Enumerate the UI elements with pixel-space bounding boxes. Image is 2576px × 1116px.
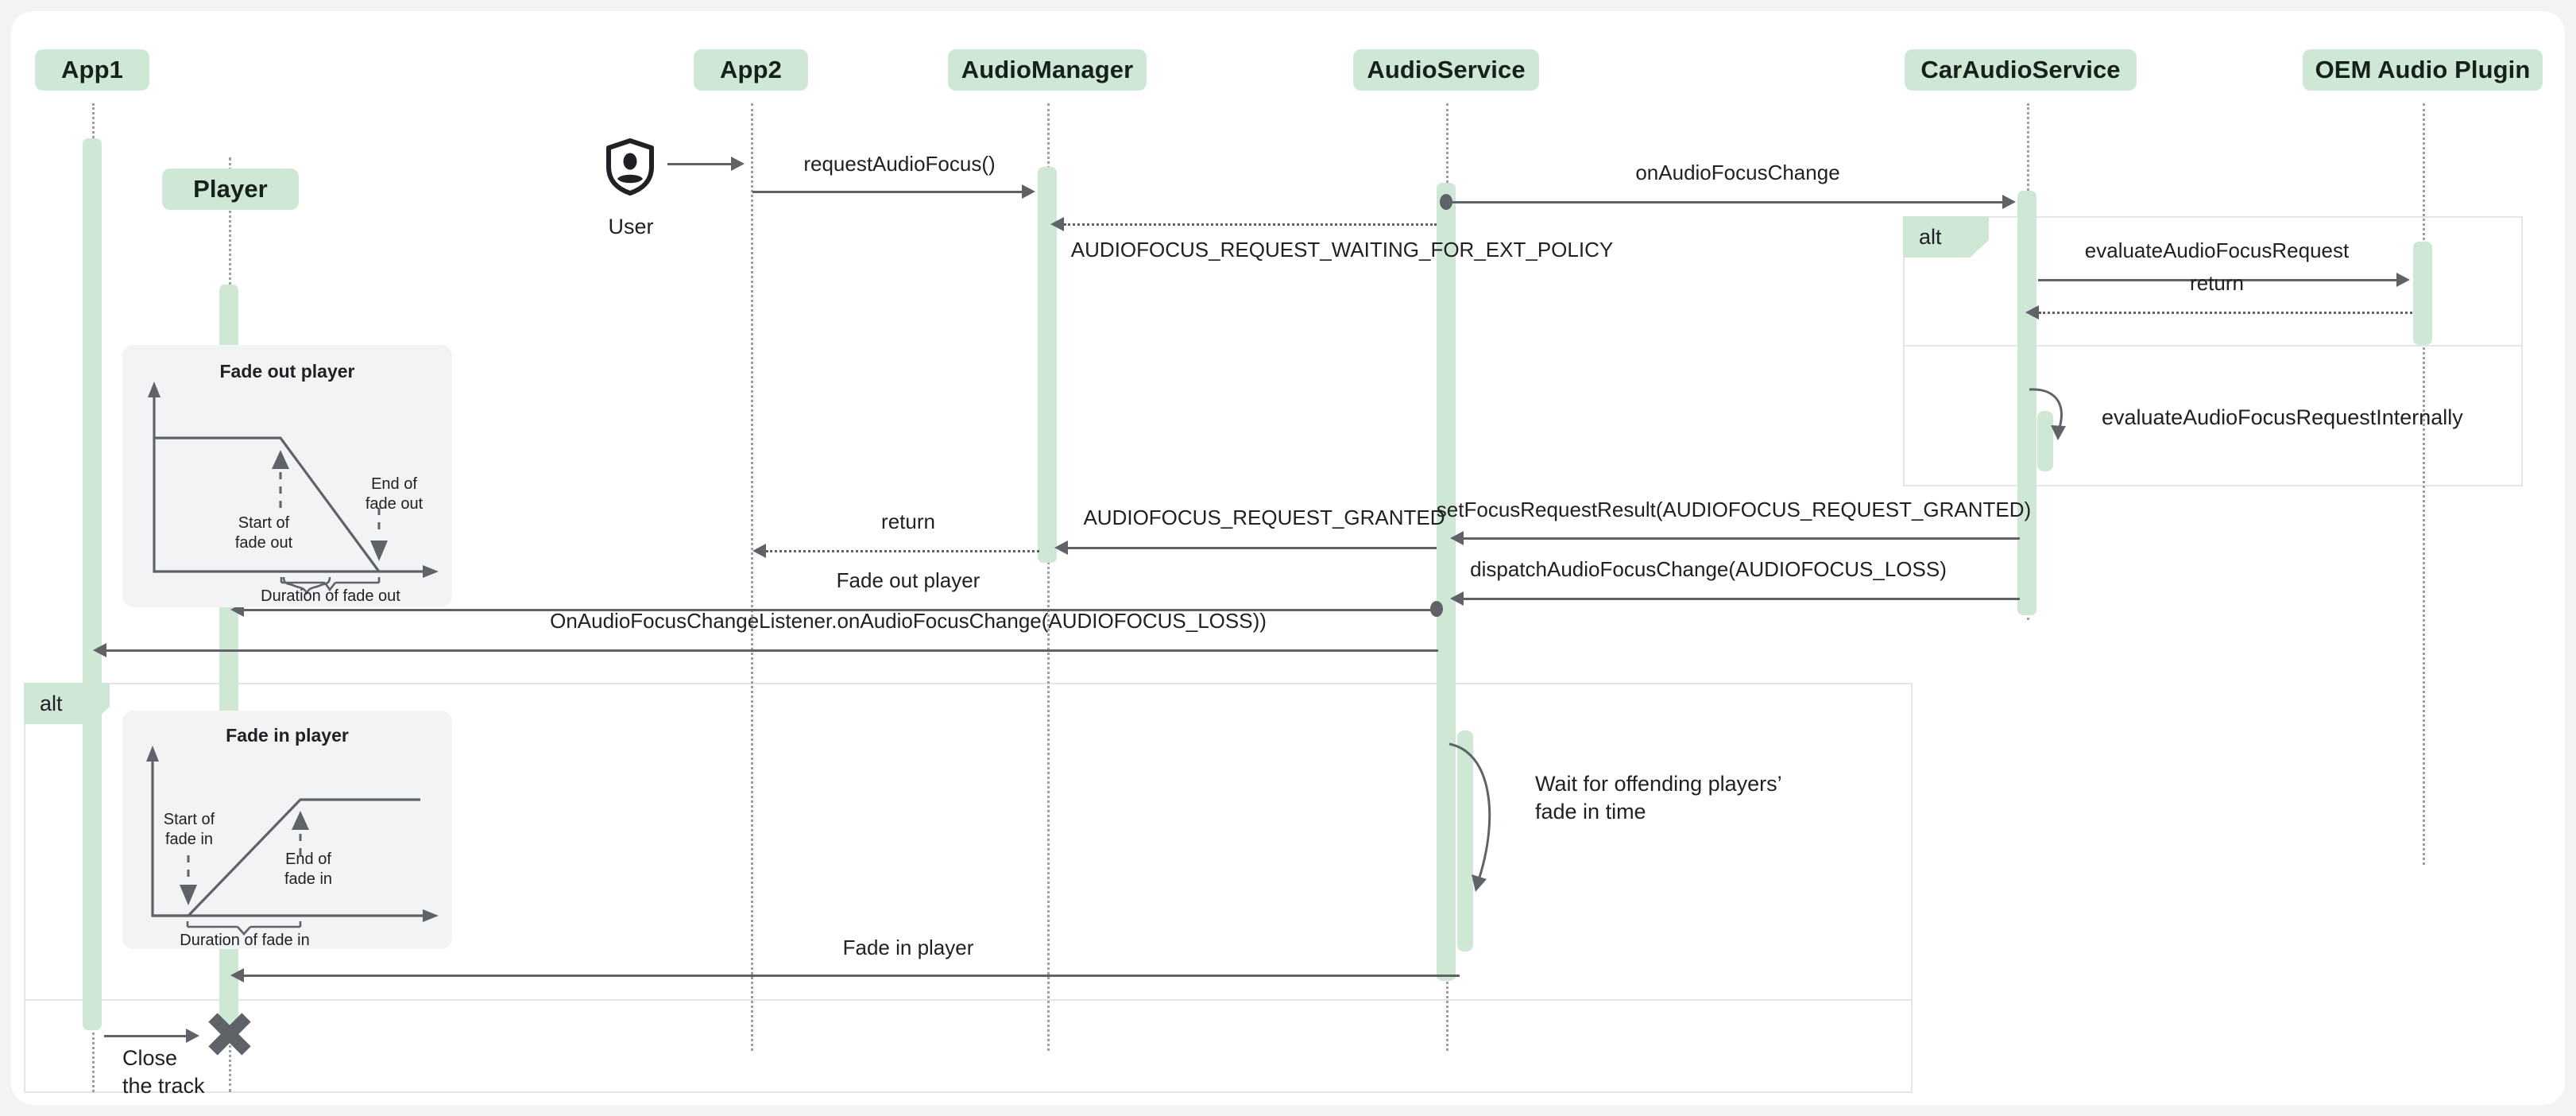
message-setFocusRequestResult-line xyxy=(1464,537,2020,540)
message-setFocusRequestResult-label: setFocusRequestResult(AUDIOFOCUS_REQUEST… xyxy=(1436,498,2032,521)
message-requestAudioFocus-label: requestAudioFocus() xyxy=(803,152,996,176)
message-onAudioFocusChange-origin-ball xyxy=(1440,194,1452,210)
participant-app2-label: App2 xyxy=(720,56,782,83)
message-waiting-ext-policy-label: AUDIOFOCUS_REQUEST_WAITING_FOR_EXT_POLIC… xyxy=(1070,238,1614,262)
message-fadeOutPlayer-line xyxy=(244,609,1434,611)
message-requestAudioFocus-line xyxy=(752,191,1024,193)
fade-in-start-annotation: Start of fade in xyxy=(163,811,215,848)
fade-in-chart xyxy=(146,746,439,936)
activation-oemplugin xyxy=(2413,242,2432,345)
message-audiomanager-return-label: return xyxy=(881,510,935,533)
user-label: User xyxy=(608,215,654,238)
message-onAudioFocusChange-arrowhead xyxy=(2002,195,2016,209)
message-evaluateAudioFocusRequest-label: evaluateAudioFocusRequest xyxy=(2084,238,2350,262)
participant-caraudioservice-label: CarAudioService xyxy=(1920,56,2121,83)
message-requestGranted-label: AUDIOFOCUS_REQUEST_GRANTED xyxy=(1083,506,1445,529)
fade-in-end-annotation: End of fade in xyxy=(284,851,333,888)
message-onAudioFocusChange-line xyxy=(1449,201,2005,203)
message-audiomanager-return-arrowhead xyxy=(752,544,766,558)
alt-fragment-right xyxy=(1903,216,2523,486)
participant-oemplugin-label: OEM Audio Plugin xyxy=(2315,56,2531,83)
message-fadeInPlayer-line xyxy=(244,975,1460,977)
message-waiting-ext-policy-line xyxy=(1064,223,1437,226)
message-dispatchAudioFocusChange-arrowhead xyxy=(1450,591,1464,606)
alt-fragment-right-label: alt xyxy=(1903,216,1989,258)
fade-in-note-title: Fade in player xyxy=(226,725,349,746)
message-requestAudioFocus-arrowhead xyxy=(1022,184,1035,199)
participant-player-label: Player xyxy=(193,175,268,203)
lifeline-oemplugin xyxy=(2423,103,2425,865)
fade-in-duration-annotation: Duration of fade in xyxy=(180,932,310,949)
message-onAudioFocusChangeListener-label: OnAudioFocusChangeListener.onAudioFocusC… xyxy=(550,609,1267,633)
activation-audioservice-wait xyxy=(1457,730,1473,951)
diagram-canvas: alt alt App1 Player App2 AudioManager Au… xyxy=(11,11,2565,1105)
participant-app2[interactable]: App2 xyxy=(694,49,808,91)
message-onAudioFocusChangeListener-arrowhead xyxy=(93,643,106,657)
diagram-stage: alt alt App1 Player App2 AudioManager Au… xyxy=(11,11,2565,1105)
message-oem-return-label: return xyxy=(2190,271,2244,295)
message-requestGranted-line xyxy=(1068,547,1437,549)
activation-caraudioservice xyxy=(2017,191,2036,615)
lifeline-app2 xyxy=(751,103,753,1051)
message-evaluateAudioFocusRequest-line xyxy=(2038,279,2399,281)
message-closeTheTrack-line xyxy=(104,1035,188,1037)
message-closeTheTrack-arrowhead xyxy=(186,1029,199,1043)
fade-out-note-title: Fade out player xyxy=(219,361,355,382)
message-fadeOutPlayer-origin-ball xyxy=(1430,601,1443,617)
activation-app1 xyxy=(83,138,102,1030)
fade-out-end-annotation: End of fade out xyxy=(365,475,424,513)
alt-fragment-right-divider xyxy=(1903,345,2523,347)
message-fadeInPlayer-arrowhead xyxy=(230,968,244,982)
message-onAudioFocusChangeListener-line xyxy=(106,649,1438,652)
message-user-to-app2-line xyxy=(667,163,734,165)
activation-audiomanager xyxy=(1038,167,1057,563)
message-onAudioFocusChange-label: onAudioFocusChange xyxy=(1635,161,1840,184)
alt-fragment-left xyxy=(24,683,1913,1093)
participant-audioservice-label: AudioService xyxy=(1367,56,1526,83)
participant-audiomanager-label: AudioManager xyxy=(961,56,1134,83)
activation-audioservice xyxy=(1437,183,1456,981)
fade-out-chart xyxy=(148,382,439,595)
message-evaluateAudioFocusRequest-arrowhead xyxy=(2396,273,2410,287)
destroy-x-icon xyxy=(207,1011,253,1057)
message-waitFadeIn-selfloop xyxy=(1446,739,1530,905)
participant-audiomanager[interactable]: AudioManager xyxy=(948,49,1147,91)
fade-out-start-annotation: Start of fade out xyxy=(234,514,293,552)
participant-caraudioservice[interactable]: CarAudioService xyxy=(1905,49,2137,91)
activation-caraudioservice-self xyxy=(2037,411,2053,471)
message-oem-return-line xyxy=(2039,312,2412,314)
message-fadeOutPlayer-label: Fade out player xyxy=(836,568,981,592)
message-dispatchAudioFocusChange-label: dispatchAudioFocusChange(AUDIOFOCUS_LOSS… xyxy=(1470,557,1947,581)
fade-out-note: Fade out player Start of fade out End of… xyxy=(122,345,452,607)
message-requestGranted-arrowhead xyxy=(1054,541,1068,555)
message-dispatchAudioFocusChange-line xyxy=(1464,598,2020,600)
message-waiting-ext-policy-arrowhead xyxy=(1050,217,1064,231)
message-closeTheTrack-label: Close the track xyxy=(122,1046,205,1098)
participant-audioservice[interactable]: AudioService xyxy=(1353,49,1539,91)
message-user-to-app2-arrowhead xyxy=(731,157,745,171)
fade-in-note: Fade in player Start of fade in End of f… xyxy=(122,711,452,949)
message-fadeInPlayer-label: Fade in player xyxy=(842,936,974,959)
lifeline-audiomanager xyxy=(1047,103,1050,1051)
user-shield-icon xyxy=(605,138,655,196)
message-evaluateInternally-selfloop xyxy=(2026,383,2098,455)
fade-out-duration-annotation: Duration of fade out xyxy=(261,587,400,605)
message-audiomanager-return-line xyxy=(766,550,1039,552)
participant-oemplugin[interactable]: OEM Audio Plugin xyxy=(2303,49,2543,91)
participant-player[interactable]: Player xyxy=(162,169,299,210)
message-waitFadeIn-label: Wait for offending players’ fade in time xyxy=(1535,772,1782,823)
message-oem-return-arrowhead xyxy=(2025,305,2039,320)
alt-fragment-left-divider xyxy=(24,999,1913,1001)
participant-app1[interactable]: App1 xyxy=(35,49,149,91)
message-evaluateInternally-label: evaluateAudioFocusRequestInternally xyxy=(2102,405,2463,429)
message-setFocusRequestResult-arrowhead xyxy=(1450,531,1464,545)
participant-app1-label: App1 xyxy=(61,56,123,83)
